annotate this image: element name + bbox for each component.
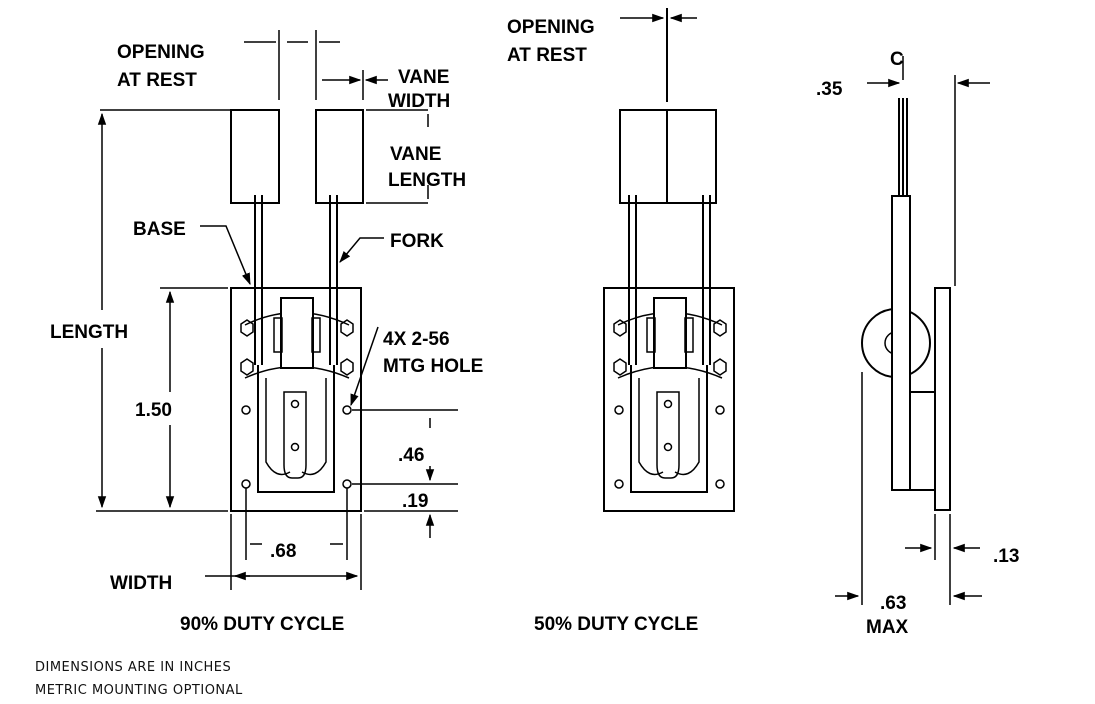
label-vane-length-1: VANE <box>390 144 441 165</box>
leader-base <box>200 225 251 286</box>
dim-opening-at-rest-50 <box>620 8 697 102</box>
label-opening-at-rest-50-2: AT REST <box>507 45 587 66</box>
view-side: C .35 .13 .63 MAX <box>816 49 1019 638</box>
note-metric: METRIC MOUNTING OPTIONAL <box>35 683 243 698</box>
dim-opening-at-rest <box>244 30 340 100</box>
motor-housing-50 <box>653 297 687 369</box>
label-046: .46 <box>398 445 424 466</box>
label-068: .68 <box>270 541 296 562</box>
label-mtg-hole-2: MTG HOLE <box>383 356 483 377</box>
label-opening-at-rest-50-1: OPENING <box>507 17 595 38</box>
title-50-duty-cycle: 50% DUTY CYCLE <box>534 614 698 635</box>
view-90-duty-cycle: OPENING AT REST VANE WIDTH VANE LENGTH B… <box>50 30 483 635</box>
label-019: .19 <box>402 491 428 512</box>
label-fork: FORK <box>390 231 444 252</box>
title-90-duty-cycle: 90% DUTY CYCLE <box>180 614 344 635</box>
label-width: WIDTH <box>110 573 172 594</box>
fork-rods-50 <box>628 195 711 365</box>
label-mtg-hole-1: 4X 2-56 <box>383 329 450 350</box>
leader-mtg-hole <box>350 326 379 407</box>
dim-vane-width <box>322 70 388 100</box>
dim-width <box>205 514 362 590</box>
dim-vane-length <box>100 109 429 204</box>
inner-frame <box>257 365 335 493</box>
view-50-duty-cycle: OPENING AT REST 50% DUTY CYCLE <box>507 8 735 635</box>
label-max: MAX <box>866 617 909 638</box>
dim-1-50 <box>160 287 228 509</box>
label-length: LENGTH <box>50 322 128 343</box>
label-vane-width-1: VANE <box>398 67 449 88</box>
note-dimensions: DIMENSIONS ARE IN INCHES <box>35 660 231 675</box>
label-opening-at-rest-1: OPENING <box>117 42 205 63</box>
fork-bar-side <box>891 195 911 491</box>
label-opening-at-rest-2: AT REST <box>117 70 197 91</box>
label-base: BASE <box>133 219 186 240</box>
label-centerline: C <box>890 49 904 70</box>
dim-068 <box>245 488 348 560</box>
base-plate <box>230 287 362 512</box>
left-vane <box>230 109 280 204</box>
dim-063-max <box>835 372 982 605</box>
label-063: .63 <box>880 593 906 614</box>
label-vane-length-2: LENGTH <box>388 170 466 191</box>
leader-fork <box>339 237 384 263</box>
base-plate-side <box>934 287 951 511</box>
label-013: .13 <box>993 546 1019 567</box>
fork-slot <box>283 391 307 479</box>
mounting-holes-50 <box>613 319 727 489</box>
base-plate-50 <box>603 287 735 512</box>
motor-housing <box>280 297 314 369</box>
fork-rods <box>254 195 338 365</box>
dim-length <box>96 112 228 512</box>
dim-013 <box>905 514 980 560</box>
mounting-holes <box>240 319 354 489</box>
dim-046-019 <box>352 409 458 538</box>
right-vane <box>315 109 364 204</box>
label-vane-width-2: WIDTH <box>388 91 450 112</box>
dim-centerline <box>867 56 990 286</box>
label-035: .35 <box>816 79 843 100</box>
label-1-50: 1.50 <box>135 400 172 421</box>
